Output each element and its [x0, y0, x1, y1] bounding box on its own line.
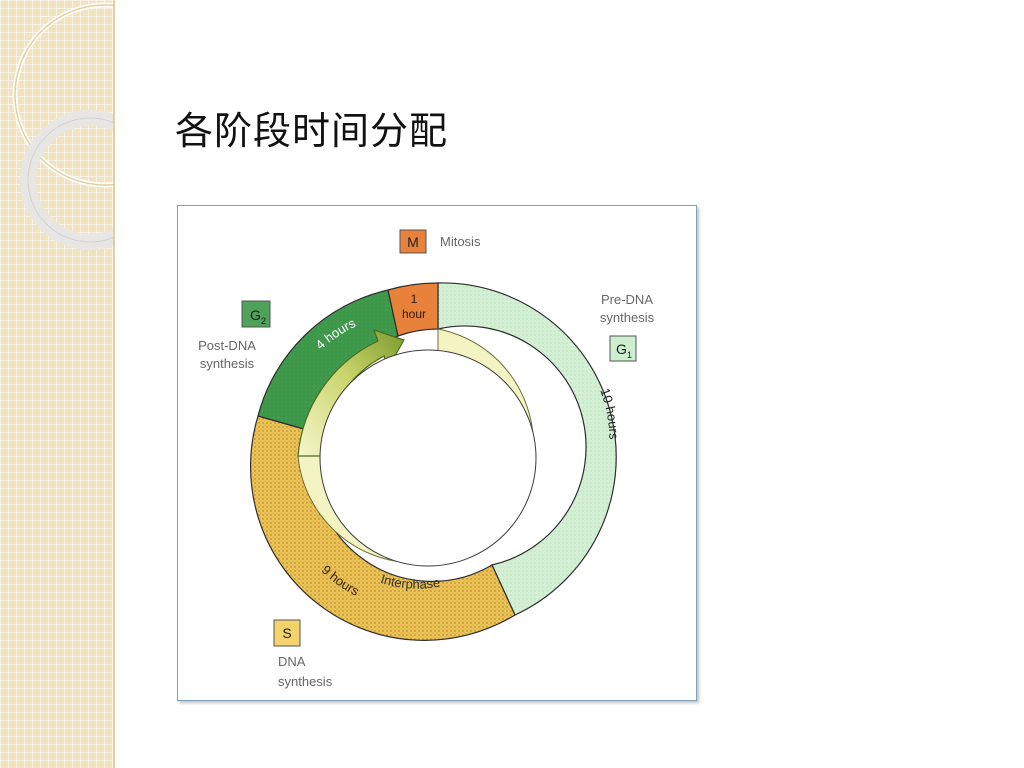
s-phase-box-label: S [282, 625, 291, 641]
s-phase-box [273, 619, 301, 647]
s-description-line2: synthesis [278, 674, 333, 689]
decorative-rings-icon [12, 2, 113, 250]
g2-description-line2: synthesis [200, 356, 255, 371]
m-duration-line2: hour [402, 307, 426, 321]
g2-phase-box-label: G [250, 307, 261, 323]
m-phase-description: Mitosis [440, 234, 481, 249]
segment-s [249, 415, 516, 641]
cell-cycle-diagram: 1 hour 4 hours 10 hours 9 hours Interpha… [198, 229, 655, 689]
slide-title: 各阶段时间分配 [175, 109, 449, 153]
decorative-side-strip [0, 0, 115, 768]
m-phase-box [399, 229, 427, 254]
g2-phase-box-subscript: 2 [261, 316, 266, 326]
g1-phase-box-label: G [616, 341, 627, 357]
g2-phase-box [241, 300, 271, 328]
g1-phase-box [609, 335, 637, 362]
g1-description-line1: Pre-DNA [601, 292, 653, 307]
m-duration-line1: 1 [411, 292, 418, 306]
g2-description-line1: Post-DNA [198, 338, 256, 353]
cell-cycle-figure: 1 hour 4 hours 10 hours 9 hours Interpha… [177, 205, 697, 701]
g1-description-line2: synthesis [600, 310, 655, 325]
s-description-line1: DNA [278, 654, 306, 669]
m-phase-box-label: M [407, 234, 419, 250]
inner-circle [319, 349, 537, 567]
g1-phase-box-subscript: 1 [627, 350, 632, 360]
